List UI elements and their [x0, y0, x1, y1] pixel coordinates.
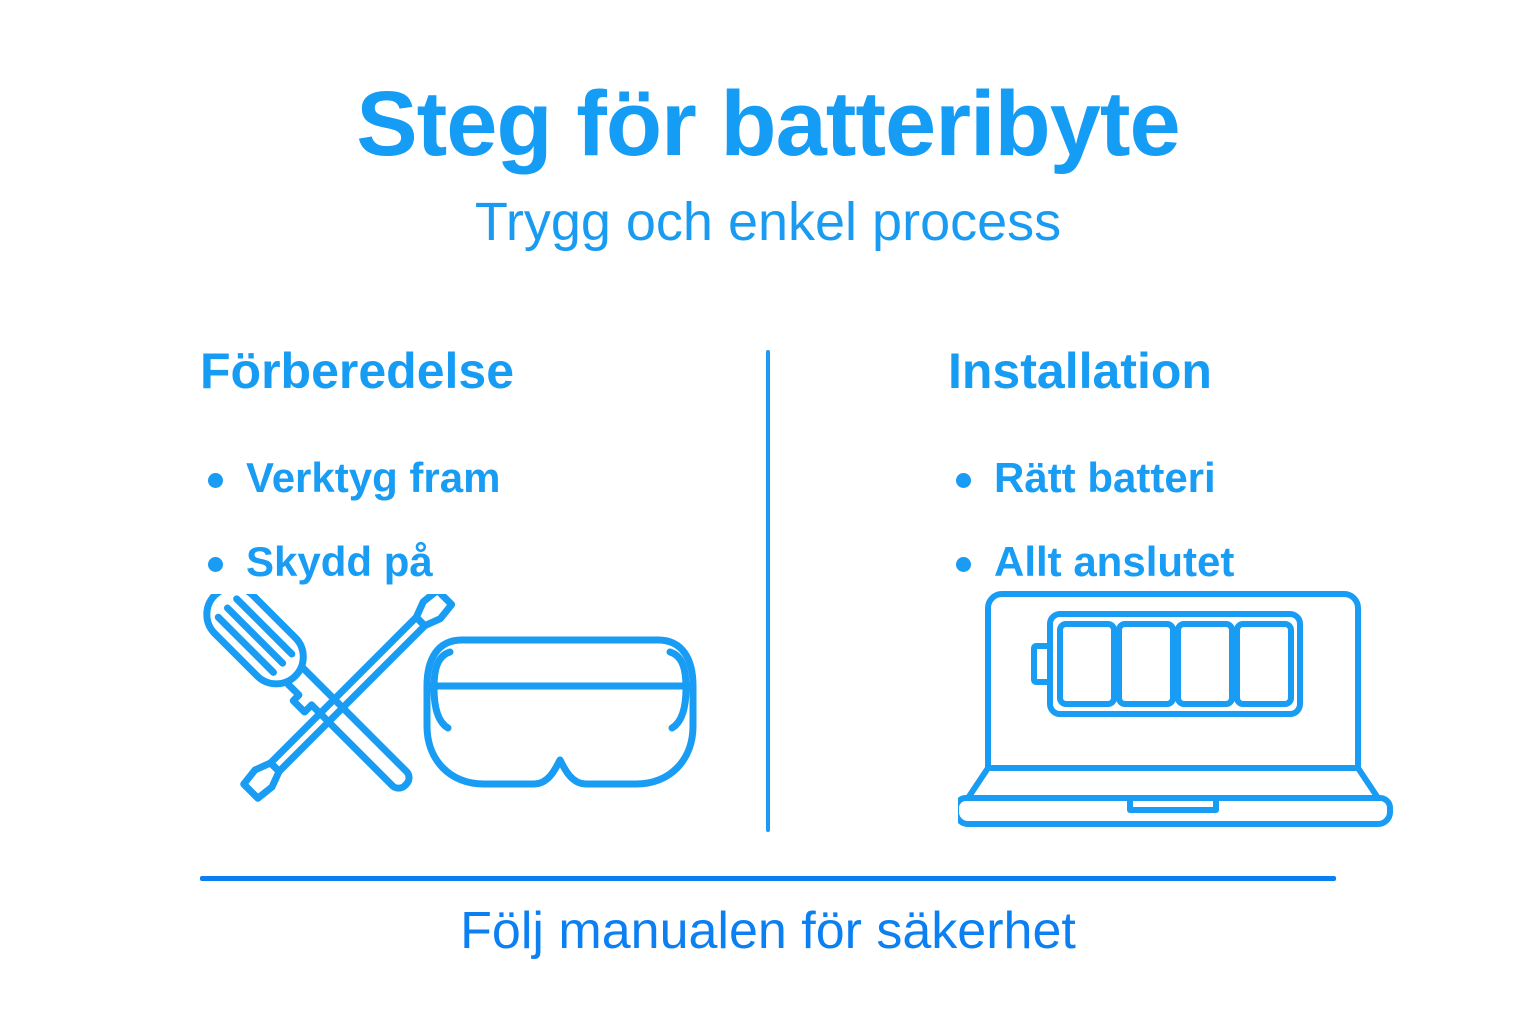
column-preparation: Förberedelse Verktyg fram Skydd på [200, 344, 740, 838]
bullet-label: Allt anslutet [994, 538, 1235, 585]
bullet-dot-icon [208, 557, 223, 572]
installation-icon-group [958, 572, 1398, 832]
bullet-dot-icon [208, 473, 223, 488]
horizontal-divider [200, 876, 1336, 881]
page-title: Steg för batteribyte [356, 73, 1180, 175]
list-item: Verktyg fram [200, 457, 740, 499]
list-item: Rätt batteri [948, 457, 1418, 499]
bullet-dot-icon [956, 473, 971, 488]
list-item: Allt anslutet [948, 541, 1418, 583]
column-heading-installation: Installation [948, 343, 1212, 399]
columns-container: Förberedelse Verktyg fram Skydd på [200, 344, 1393, 838]
column-installation: Installation Rätt batteri Allt anslutet [948, 344, 1418, 838]
preparation-icon-group [200, 594, 720, 834]
safety-goggles-icon [423, 636, 697, 788]
bullet-label: Skydd på [246, 538, 433, 585]
page-subtitle: Trygg och enkel process [474, 191, 1062, 252]
list-item: Skydd på [200, 541, 740, 583]
column-heading-preparation: Förberedelse [200, 343, 515, 399]
header: Steg för batteribyte Trygg och enkel pro… [0, 73, 1536, 252]
bullet-list-installation: Rätt batteri Allt anslutet [948, 457, 1418, 583]
bullet-list-preparation: Verktyg fram Skydd på [200, 457, 740, 583]
bullet-label: Rätt batteri [994, 454, 1216, 501]
vertical-divider [766, 350, 770, 832]
bullet-label: Verktyg fram [246, 454, 501, 501]
crossed-screwdrivers-icon [203, 594, 456, 802]
footer-note: Följ manualen för säkerhet [460, 902, 1076, 960]
laptop-battery-icon [958, 591, 1393, 827]
footer: Följ manualen för säkerhet [0, 902, 1536, 960]
bullet-dot-icon [956, 557, 971, 572]
